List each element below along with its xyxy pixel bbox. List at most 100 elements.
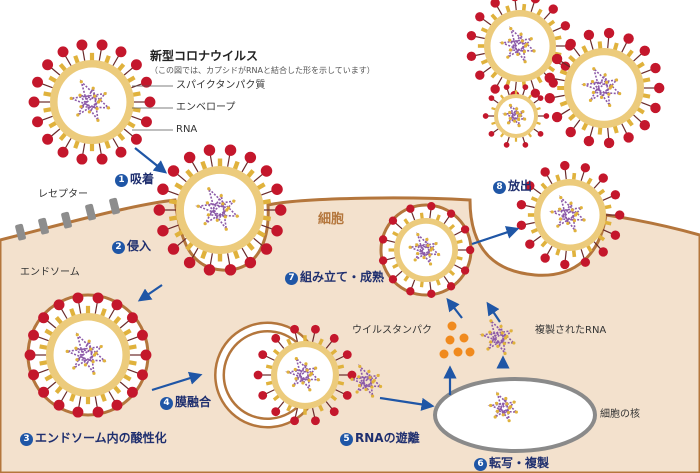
- capsid-dot: [508, 38, 512, 42]
- spike-protein: [427, 289, 436, 298]
- capsid-dot: [350, 377, 354, 381]
- rna-strand: [502, 102, 527, 127]
- capsid-dot: [508, 103, 512, 107]
- spike-protein: [32, 76, 43, 88]
- spike-protein: [603, 27, 615, 39]
- capsid-dot: [69, 96, 73, 101]
- receptor: [85, 203, 96, 221]
- spike-protein: [271, 225, 283, 237]
- spike-protein: [406, 287, 415, 296]
- spike-protein: [654, 82, 665, 94]
- legend-spike-label: スパイクタンパク質: [176, 80, 266, 91]
- receptor: [38, 217, 49, 235]
- capsid-dot: [488, 330, 492, 334]
- spike-protein: [488, 95, 495, 102]
- step-8-text: 放出: [508, 179, 533, 193]
- step-2-text: 侵入: [127, 239, 152, 253]
- spike-protein: [92, 406, 104, 418]
- spike-protein: [525, 239, 535, 249]
- spike-stalk: [514, 0, 517, 11]
- virus-interior: [497, 97, 535, 135]
- spike-protein: [490, 0, 500, 8]
- step-1-badge: 1: [115, 174, 128, 187]
- spike-protein: [551, 111, 563, 123]
- capsid-dot: [603, 73, 607, 77]
- capsid-dot: [96, 118, 100, 122]
- spike-protein: [623, 33, 634, 44]
- capsid-dot: [591, 90, 596, 95]
- membrane-protein: [89, 141, 95, 152]
- capsid-dot: [304, 362, 308, 366]
- capsid-dot: [575, 211, 579, 215]
- capsid-dot: [502, 341, 506, 346]
- spike-protein: [140, 349, 152, 361]
- spike-protein: [475, 70, 485, 80]
- receptor: [109, 197, 120, 215]
- capsid-dot: [509, 405, 513, 409]
- spike-protein: [260, 165, 273, 177]
- capsid-dot: [376, 373, 380, 378]
- step-2-badge: 2: [112, 241, 125, 254]
- spike-protein: [275, 204, 287, 216]
- capsid-dot: [558, 217, 563, 221]
- spike-protein: [565, 126, 576, 138]
- membrane-protein: [217, 250, 223, 262]
- spike-protein: [203, 264, 216, 276]
- spike-protein: [610, 230, 621, 240]
- capsid-dot: [522, 50, 526, 54]
- capsid-dot: [415, 251, 420, 256]
- spike-protein: [96, 39, 108, 51]
- spike-protein: [271, 407, 281, 417]
- spike-protein: [639, 119, 650, 131]
- viral-protein-dot: [447, 321, 457, 331]
- capsid-dot: [430, 246, 434, 251]
- virus-releasing: [516, 160, 625, 270]
- capsid-dot: [219, 193, 223, 198]
- receptor-body: [85, 203, 96, 221]
- spike-protein: [378, 235, 388, 244]
- capsid-dot: [92, 371, 96, 375]
- spike-protein: [466, 30, 477, 41]
- spike-protein: [446, 282, 456, 291]
- spike-protein: [144, 96, 156, 108]
- spike-protein: [516, 199, 527, 210]
- capsid-dot: [294, 356, 298, 361]
- capsid-dot: [514, 410, 518, 414]
- capsid-dot: [496, 392, 500, 396]
- spike-protein: [203, 144, 216, 156]
- virus-floating-2: [544, 27, 665, 149]
- capsid-dot: [499, 324, 503, 328]
- capsid-dot: [301, 381, 305, 385]
- capsid-dot: [495, 401, 499, 405]
- spike-protein: [503, 142, 510, 148]
- capsid-dot: [367, 369, 371, 374]
- capsid-dot: [87, 110, 92, 114]
- capsid-dot: [582, 82, 586, 87]
- spike-protein: [96, 153, 108, 165]
- step-3-text: エンドソーム内の酸性化: [35, 431, 167, 445]
- spike-protein: [540, 167, 550, 177]
- spike-protein: [475, 12, 485, 22]
- capsid-dot: [532, 49, 536, 53]
- membrane-protein: [89, 52, 95, 63]
- capsid-dot: [93, 94, 97, 98]
- spike-protein: [615, 210, 625, 220]
- capsid-dot: [89, 347, 93, 351]
- membrane-protein: [217, 158, 223, 170]
- spike-protein: [38, 386, 50, 398]
- spike-protein: [544, 72, 555, 84]
- capsid-dot: [355, 390, 359, 394]
- spike-protein: [488, 130, 495, 137]
- capsid-dot: [518, 113, 522, 117]
- capsid-dot: [408, 245, 412, 249]
- capsid-dot: [486, 347, 490, 351]
- membrane-protein: [303, 335, 307, 344]
- capsid-dot: [79, 105, 83, 109]
- capsid-dot: [517, 123, 521, 128]
- capsid-dot: [72, 366, 76, 370]
- capsid-dot: [205, 201, 210, 205]
- spike-protein: [511, 0, 519, 2]
